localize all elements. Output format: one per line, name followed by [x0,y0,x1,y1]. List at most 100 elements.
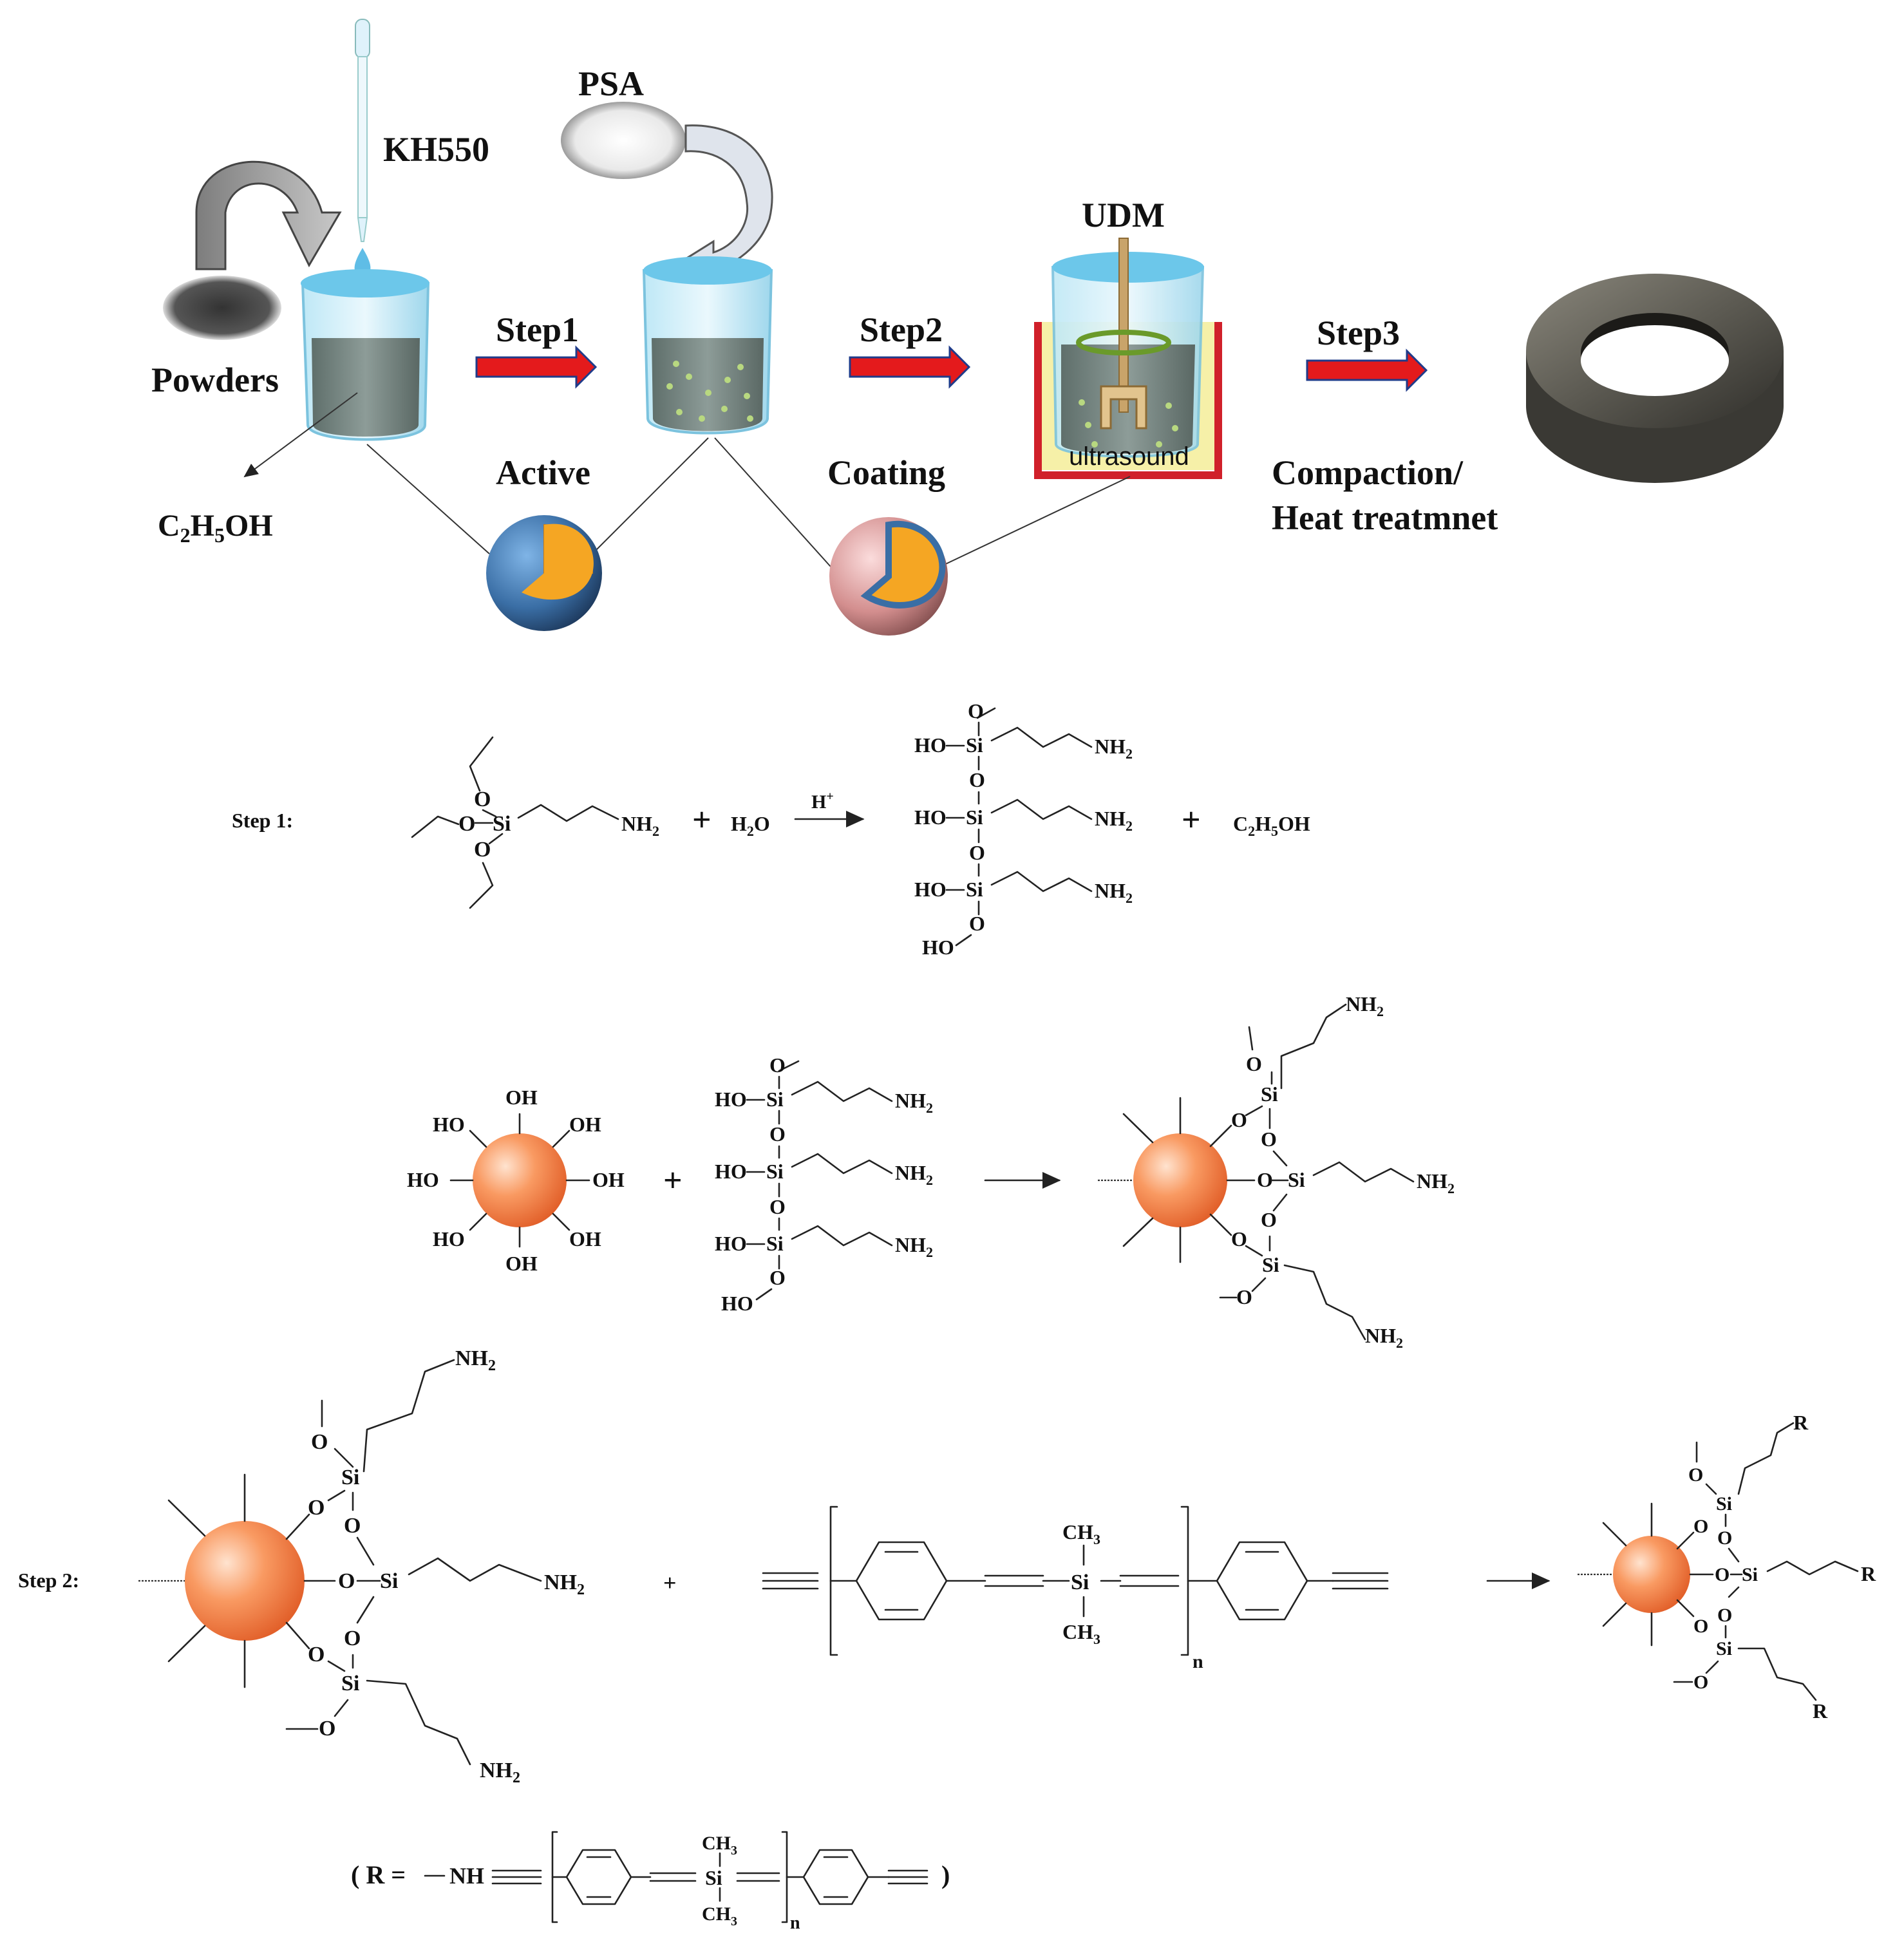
svg-text:OH: OH [592,1168,625,1191]
svg-text:O: O [969,768,985,791]
svg-text:O: O [1261,1128,1277,1151]
kh550-molecule: O O Si O NH2 [411,736,659,909]
svg-text:Si: Si [705,1866,722,1889]
compaction-label: Compaction/ [1272,453,1464,492]
svg-text:O: O [1231,1227,1247,1251]
active-label: Active [496,453,590,492]
heat-treatment-label: Heat treatmnet [1272,498,1498,537]
step1-arrow-icon [475,345,598,389]
water-label: H2O [731,812,770,839]
step3-label: Step3 [1317,314,1400,352]
svg-text:HO: HO [914,878,947,901]
ethanol-product-label: C2H5OH [1233,812,1310,839]
svg-text:O: O [458,812,475,836]
svg-text:NH2: NH2 [895,1233,933,1260]
plus-sign: + [663,1162,683,1199]
svg-text:O: O [319,1717,335,1741]
svg-text:O: O [308,1496,325,1520]
svg-text:HO: HO [407,1168,439,1191]
curved-arrow-powders-icon [195,160,342,270]
coating-label: Coating [827,453,945,492]
connector-line [592,437,709,554]
connector-line [366,444,490,554]
svg-text:O: O [769,1195,786,1218]
svg-text:NH2: NH2 [1095,735,1133,762]
svg-text:HO: HO [914,733,947,757]
beaker-1-icon [301,269,430,441]
svg-text:): ) [941,1860,950,1889]
grafted-particle-1: O O O Si NH2 Si O O NH2 Si O O NH2 [1098,992,1455,1351]
svg-text:R: R [1861,1562,1876,1585]
svg-text:HO: HO [433,1227,465,1251]
ultrasound-label: ultrasound [1069,442,1189,471]
svg-text:n: n [790,1913,800,1933]
svg-text:O: O [969,841,985,864]
svg-text:OH: OH [505,1252,538,1275]
beaker-2-icon [642,256,773,435]
svg-text:NH2: NH2 [544,1571,585,1598]
svg-text:HO: HO [433,1113,465,1136]
svg-text:OH: OH [569,1113,601,1136]
svg-text:Si: Si [766,1232,784,1255]
svg-text:NH2: NH2 [480,1759,520,1786]
step2-arrow-icon [849,345,971,389]
hydroxylated-particle: OH HO OH HO OH HO OH OH [407,1086,625,1275]
svg-text:O: O [1231,1108,1247,1131]
acid-catalyst-label: H+ [811,789,834,813]
hydrolyzed-silane-molecule: O HO Si NH2 O HO Si NH2 O HO Si NH2 O HO [914,699,1133,959]
svg-text:Si: Si [966,806,983,829]
ring-product-icon [1526,274,1784,483]
svg-text:O: O [968,699,984,722]
svg-text:Si: Si [766,1160,784,1183]
svg-text:O: O [1688,1464,1703,1486]
svg-text:O: O [344,1514,361,1538]
svg-text:NH2: NH2 [1417,1169,1455,1196]
svg-text:( R =: ( R = [351,1860,406,1889]
psa-polymer: Si CH3 CH3 n [762,1506,1389,1672]
svg-text:O: O [1715,1564,1730,1585]
step1-label: Step1 [496,310,579,349]
ultrasound-bath-icon [1034,238,1222,479]
svg-text:CH3: CH3 [1062,1520,1100,1547]
svg-text:HO: HO [715,1160,747,1183]
plus-sign: + [663,1570,677,1596]
svg-text:O: O [1693,1516,1708,1537]
psa-dish-icon [561,102,686,179]
kh550-label: KH550 [383,130,489,169]
svg-text:O: O [474,788,491,811]
svg-text:Si: Si [1742,1564,1758,1585]
pipette-icon [354,19,371,277]
active-particle-icon [486,515,602,631]
svg-text:O: O [1246,1052,1262,1075]
grafted-particle-2: O O O Si NH2 Si O O NH2 Si O O NH2 [138,1346,585,1786]
svg-text:Si: Si [1261,1082,1278,1106]
svg-text:NH2: NH2 [621,812,659,839]
svg-text:Si: Si [380,1569,398,1593]
svg-text:HO: HO [922,936,954,959]
svg-text:HO: HO [914,806,947,829]
svg-text:O: O [474,838,491,862]
plus-sign: + [1182,802,1201,838]
svg-text:O: O [1693,1672,1708,1693]
svg-text:O: O [1236,1285,1252,1308]
svg-text:Si: Si [1262,1253,1279,1276]
coated-particle-icon [829,517,948,636]
svg-text:HO: HO [721,1292,753,1315]
svg-text:Si: Si [493,812,511,836]
svg-text:NH2: NH2 [1095,879,1133,906]
svg-text:Si: Si [1716,1638,1732,1659]
final-particle: O O O Si R Si O O R Si O O R [1578,1411,1876,1723]
svg-text:O: O [969,912,985,935]
svg-text:NH: NH [449,1863,484,1889]
svg-text:HO: HO [715,1232,747,1255]
ethanol-arrow [243,392,358,478]
svg-text:O: O [344,1627,361,1650]
svg-text:NH2: NH2 [1095,807,1133,834]
svg-text:O: O [1717,1605,1732,1626]
powders-label: Powders [151,361,279,399]
svg-text:NH2: NH2 [1365,1324,1403,1351]
step3-arrow-icon [1306,348,1428,392]
svg-text:Si: Si [766,1088,784,1111]
svg-text:O: O [769,1266,786,1289]
